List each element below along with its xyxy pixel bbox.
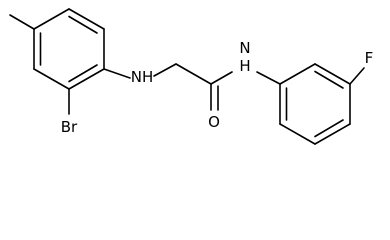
bond [314,63,351,85]
bond [33,68,70,90]
bond [33,8,70,30]
double-bond-inner [68,64,98,83]
bond [68,68,105,90]
bromine-label: Br [61,118,78,136]
oxygen-label: O [208,113,220,131]
carbonyl-n-bond [210,71,233,85]
molecule-structure: Br NH O N H F [9,8,374,145]
fluorine-label: F [365,49,374,67]
methyl-bond [9,14,35,30]
ch2-carbonyl-bond [175,63,212,85]
bromo-methyl-phenyl-ring [33,8,105,90]
bond [279,123,316,145]
n-aryl-bond [256,71,281,85]
amide-h-label: H [239,57,250,75]
bond [68,8,105,30]
bond [279,63,316,85]
c-f-bond [349,67,365,85]
fluorophenyl-ring [279,63,351,145]
amide-n-label: N [239,39,250,57]
c-nh-bond [103,68,131,79]
amine-nh-label: NH [131,68,154,86]
double-bond-inner [314,119,344,138]
nh-ch2-bond [153,63,177,77]
double-bond-inner [68,15,98,34]
double-bond-inner [314,70,344,89]
bond [314,123,351,145]
